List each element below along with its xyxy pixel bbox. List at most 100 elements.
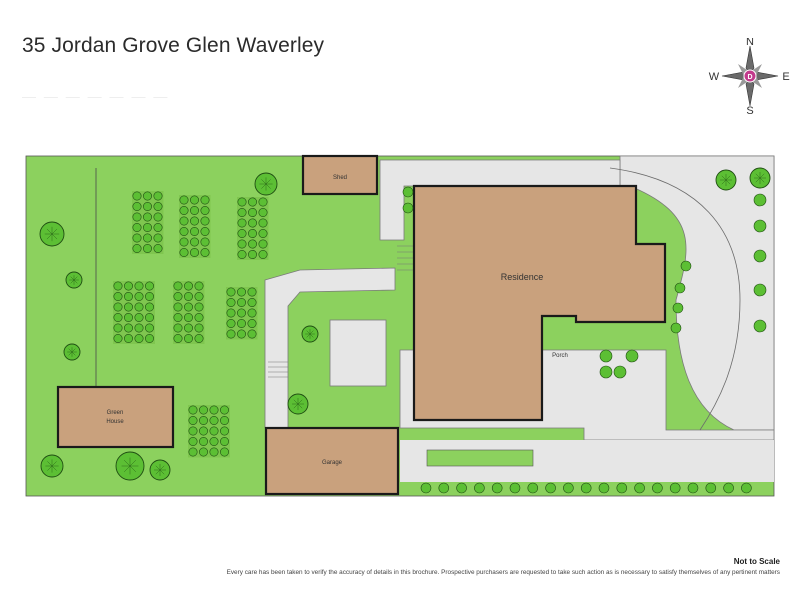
tree [753,249,767,263]
path-north [379,159,621,241]
orchard-tree [220,415,230,425]
orchard-tree [194,312,204,322]
orchard-tree [200,195,210,205]
orchard-tree [247,287,257,297]
shed [301,154,379,196]
hedge-tree [563,482,574,494]
orchard-tree [199,436,209,446]
orchard-tree [188,405,198,415]
tree [254,172,278,196]
compass-center-icon [743,69,757,83]
hedge-tree [687,482,699,494]
tree [301,325,319,343]
orchard-tree [132,202,142,212]
orchard-tree [190,206,200,216]
orchard-tree [184,312,194,322]
orchard-tree [226,329,236,339]
orchard-tree [153,212,163,222]
tree [115,451,145,481]
orchard-tree [258,250,268,260]
orchard-tree [209,405,219,415]
orchard-tree [258,239,268,249]
orchard-tree [237,208,247,218]
paved-pad [329,319,387,387]
tree [39,221,65,247]
hedge-tree [669,482,681,494]
orchard-tree [194,333,204,343]
orchard-tree [247,329,257,339]
orchard-tree [226,308,236,318]
orchard-tree [248,197,258,207]
orchard-block [179,195,211,258]
orchard-tree [113,281,123,291]
orchard-tree [188,436,198,446]
orchard-tree [124,302,134,312]
orchard-tree [248,208,258,218]
orchard-tree [153,223,163,233]
orchard-tree [209,447,219,457]
orchard-tree [145,291,155,301]
hedge-tree [545,482,556,494]
orchard-tree [179,206,189,216]
orchard-block [173,281,205,344]
hedge-tree [634,482,645,494]
orchard-tree [153,233,163,243]
hedge-tree [474,482,485,494]
faint-ghost-text: — — — — — — — [22,88,170,104]
compass-west: W [709,71,720,83]
tree [670,322,682,334]
orchard-tree [190,227,200,237]
orchard-tree [134,312,144,322]
orchard-tree [209,426,219,436]
orchard-tree [258,229,268,239]
orchard-tree [124,291,134,301]
orchard-tree [113,302,123,312]
orchard-tree [173,291,183,301]
orchard-tree [113,333,123,343]
page-title: 35 Jordan Grove Glen Waverley [22,34,325,57]
hedge-tree [420,482,432,494]
orchard-tree [199,447,209,457]
tree [753,319,767,333]
tree [613,365,627,379]
orchard-tree [226,287,236,297]
orchard-tree [237,250,247,260]
compass-east: E [782,71,789,83]
tree [63,343,81,361]
hedge-tree [491,482,503,494]
orchard-tree [194,281,204,291]
hedge-tree [527,482,539,494]
orchard-tree [199,405,209,415]
orchard-tree [134,281,144,291]
orchard-tree [132,244,142,254]
orchard-tree [190,237,200,247]
disclaimer-text: Every care has been taken to verify the … [226,569,780,576]
orchard-tree [179,216,189,226]
orchard-tree [199,415,209,425]
tree [674,282,686,294]
orchard-tree [184,323,194,333]
orchard-tree [134,323,144,333]
orchard-tree [124,312,134,322]
orchard-tree [153,202,163,212]
tree [753,283,767,297]
orchard-tree [132,191,142,201]
orchard-tree [145,302,155,312]
orchard-block [113,281,155,344]
orchard-tree [143,191,153,201]
orchard-tree [200,216,210,226]
orchard-tree [124,323,134,333]
orchard-tree [220,447,230,457]
tree [149,459,171,481]
hedge-tree [616,482,628,494]
orchard-tree [132,233,142,243]
orchard-tree [179,227,189,237]
orchard-tree [132,223,142,233]
orchard-tree [113,323,123,333]
orchard-tree [237,297,247,307]
orchard-tree [237,197,247,207]
compass-center-label: D [747,74,752,81]
orchard-tree [226,318,236,328]
tree [287,393,309,415]
